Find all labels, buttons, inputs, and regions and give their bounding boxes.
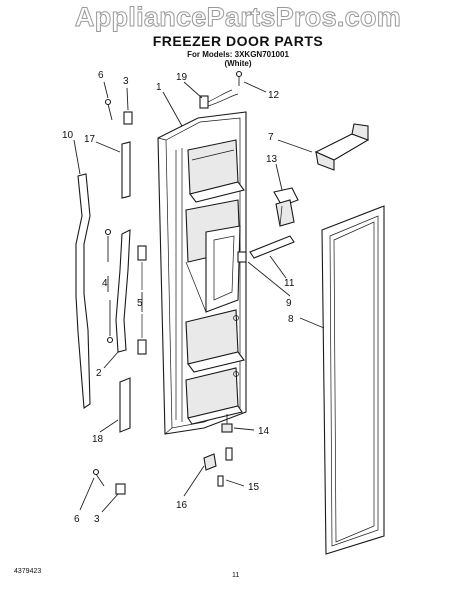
bushing-15-part: [217, 447, 233, 487]
screw-12-part: [235, 70, 243, 86]
trim-18-part: [119, 377, 131, 433]
hinge-14-part: [221, 414, 233, 433]
handle-10-part: [75, 173, 91, 409]
leader-lines: [73, 81, 325, 513]
trim-17-part: [121, 141, 131, 199]
callout-5: 5: [137, 298, 143, 309]
callout-19: 19: [176, 72, 188, 83]
callout-3-bottom: 3: [94, 514, 100, 525]
callout-6-top: 6: [98, 70, 104, 81]
bracket-5-part: [137, 245, 147, 355]
callout-18: 18: [92, 434, 104, 445]
dispenser-chute-part: [273, 187, 299, 227]
callout-15: 15: [248, 482, 260, 493]
callout-2: 2: [96, 368, 102, 379]
diagram-title: FREEZER DOOR PARTS: [152, 33, 324, 49]
screw-6-bottom-part: [92, 468, 105, 487]
document-number: 4379423: [14, 568, 42, 575]
door-panel-part: [157, 111, 247, 435]
trim-strip-11-part: [249, 235, 295, 259]
watermark-logo: AppliancePartsPros.com: [74, 2, 402, 33]
callout-14: 14: [258, 426, 270, 437]
callout-13: 13: [266, 154, 278, 165]
callout-7: 7: [268, 132, 274, 143]
callout-1: 1: [156, 82, 162, 93]
clip-3-top-part: [123, 111, 133, 125]
callout-3-top: 3: [123, 76, 129, 87]
page-number: 11: [232, 572, 240, 579]
callout-labels: 6 3 1 19 12 7 13 10 17 4 5 2 18 8 9 11 1…: [62, 70, 295, 525]
callout-6-bottom: 6: [74, 514, 80, 525]
hinge-pin-16-part: [203, 453, 217, 471]
callout-4: 4: [102, 278, 108, 289]
callout-12: 12: [268, 90, 280, 101]
door-gasket-part: [321, 205, 385, 555]
callout-8: 8: [288, 314, 294, 325]
door-rack-part: [314, 123, 370, 171]
callout-9: 9: [286, 298, 292, 309]
callout-16: 16: [176, 500, 188, 511]
screw-6-top-part: [104, 98, 113, 121]
callout-10: 10: [62, 130, 74, 141]
wire-harness-part: [199, 89, 239, 109]
clip-9-part: [237, 251, 247, 263]
models-line: For Models: 3XKGN701001: [187, 50, 289, 59]
color-line: (White): [224, 59, 252, 68]
models-caption: For Models: 3XKGN701001 (White): [0, 50, 476, 68]
callout-17: 17: [84, 134, 96, 145]
handle-4-part: [104, 228, 131, 353]
clip-3-bottom-part: [115, 483, 126, 495]
callout-11: 11: [284, 278, 295, 289]
